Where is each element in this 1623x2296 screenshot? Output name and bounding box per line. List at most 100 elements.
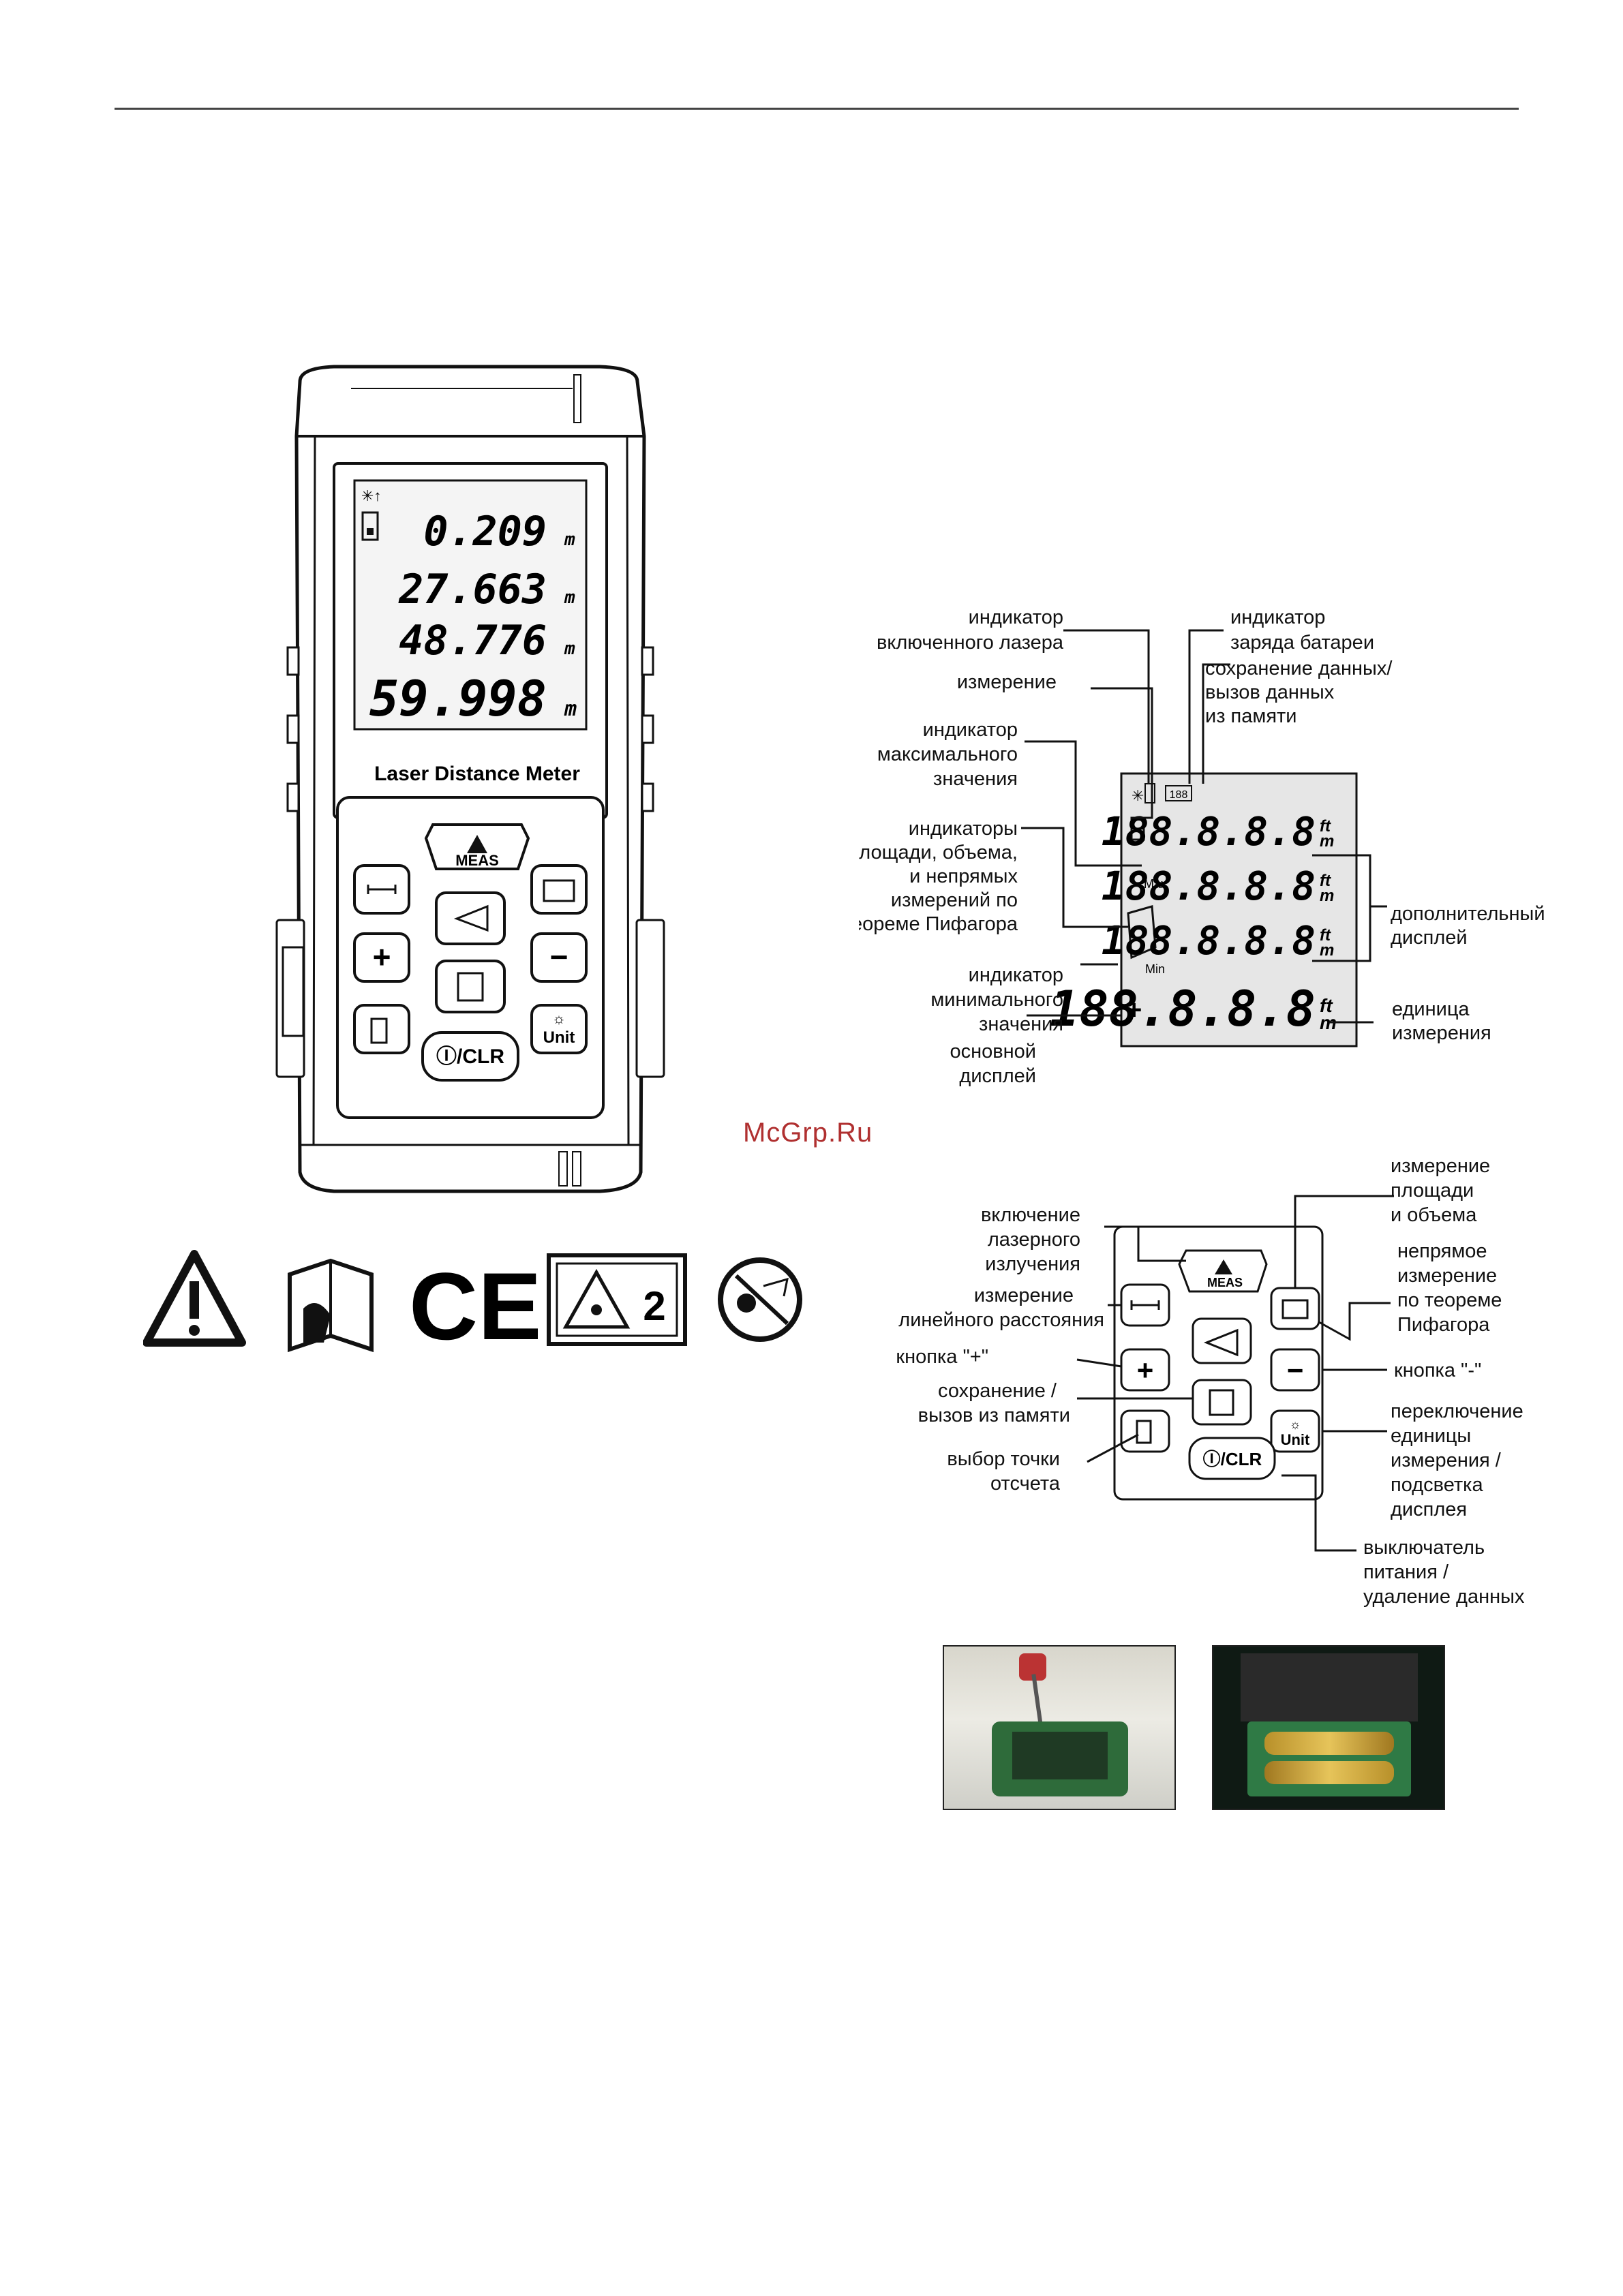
svg-text:индикатор: индикатор [923,719,1018,741]
do-not-stare-icon [721,1260,800,1339]
svg-text:дополнительный: дополнительный [1391,903,1545,925]
svg-text:☼: ☼ [1290,1418,1301,1431]
pythagoras-key [436,893,504,944]
svg-text:индикаторы: индикаторы [909,818,1018,840]
svg-text:дисплей: дисплей [959,1065,1036,1087]
memory-key [1193,1380,1251,1424]
main-row: 188.8.8.8 [1050,980,1316,1037]
svg-text:m: m [1320,941,1334,960]
svg-text:измерение: измерение [1397,1265,1497,1287]
svg-text:измерений по: измерений по [891,889,1018,911]
svg-text:MEAS: MEAS [455,852,499,869]
plus-sign: + [1126,995,1142,1025]
lcd-row-3: 48.776 [399,617,547,664]
svg-text:значения: значения [979,1013,1063,1035]
svg-text:−: − [1287,1354,1304,1386]
svg-text:удаление данных: удаление данных [1363,1586,1525,1608]
laser-class-2-icon: 2 [549,1255,685,1344]
svg-text:измерение: измерение [974,1285,1074,1306]
svg-text:выбор точки: выбор точки [947,1448,1060,1470]
svg-text:☼: ☼ [552,1010,566,1027]
svg-text:значения: значения [933,768,1018,790]
lcd-row-2: 27.663 [398,566,547,613]
ce-mark-icon: CE [409,1253,541,1356]
memory-digits: 188 [1170,789,1188,801]
laser-on-icon: ✳↑ [361,487,381,504]
svg-text:измерение: измерение [957,671,1057,693]
svg-text:минимального: минимального [930,989,1063,1011]
svg-text:кнопка "+": кнопка "+" [896,1346,988,1368]
svg-text:лазерного: лазерного [988,1229,1080,1251]
svg-text:+: + [1137,1354,1154,1386]
min-indicator: Min [1145,962,1165,976]
svg-text:индикатор: индикатор [969,964,1063,986]
svg-text:сохранение /: сохранение / [938,1380,1057,1402]
header-rule [115,108,1519,110]
read-manual-icon [290,1261,371,1349]
svg-text:кнопка "-": кнопка "-" [1394,1360,1481,1381]
battery-cover-photo [943,1645,1176,1810]
svg-text:линейного расстояния: линейного расстояния [898,1309,1104,1331]
keypad-diagram: MEAS + − ☼ Unit Ⓘ/CLR включение лазерног… [859,1145,1568,1622]
svg-text:измерения /: измерения / [1391,1450,1502,1471]
watermark: McGrp.Ru [743,1118,873,1148]
svg-text:из памяти: из памяти [1205,705,1297,727]
display-diagram: ✳ 188 Max Min 188.8.8.8 188.8.8.8 188.8.… [859,593,1568,1111]
svg-text:выключатель: выключатель [1363,1537,1485,1559]
battery-compartment-photo [1212,1645,1445,1810]
reference-key [1121,1411,1169,1452]
svg-text:непрямое: непрямое [1397,1240,1487,1262]
svg-text:сохранение данных/: сохранение данных/ [1205,658,1393,679]
svg-text:основной: основной [950,1041,1036,1062]
svg-text:вызов данных: вызов данных [1205,682,1335,703]
svg-text:Unit: Unit [1281,1431,1310,1448]
safety-symbols-row: CE 2 [143,1247,811,1356]
svg-text:индикатор: индикатор [969,607,1063,628]
svg-text:измерения: измерения [1392,1022,1491,1044]
lcd-unit-2: m [564,587,575,608]
area-key [1271,1288,1319,1329]
laser-on-icon: ✳ [1132,787,1144,804]
svg-text:включенного лазера: включенного лазера [877,632,1064,654]
svg-text:теореме Пифагора: теореме Пифагора [859,913,1018,935]
aux-row-1: 188.8.8.8 [1102,808,1316,855]
pythagoras-key [1193,1319,1251,1363]
device-illustration: ✳↑ 0.209 27.663 48.776 59.998 m m m m La… [259,361,682,1199]
svg-text:m: m [1320,887,1334,905]
aux-row-2: 188.8.8.8 [1102,863,1316,909]
svg-text:MEAS: MEAS [1207,1276,1243,1289]
svg-text:излучения: излучения [985,1253,1080,1275]
svg-text:и объема: и объема [1391,1204,1477,1226]
brand-label: Laser Distance Meter [374,763,580,785]
svg-text:Ⓘ/CLR: Ⓘ/CLR [436,1045,504,1068]
svg-text:2: 2 [643,1283,665,1329]
svg-text:Unit: Unit [543,1028,575,1047]
lcd-unit-3: m [564,639,575,659]
lcd-row-main: 59.998 [369,670,547,727]
svg-text:площади: площади [1391,1180,1474,1201]
svg-text:подсветка: подсветка [1391,1474,1483,1496]
svg-text:по теореме: по теореме [1397,1289,1502,1311]
svg-text:площади, объема,: площади, объема, [859,842,1018,863]
svg-text:m: m [1320,832,1334,851]
svg-text:и непрямых: и непрямых [909,866,1018,887]
svg-text:переключение: переключение [1391,1400,1523,1422]
area-key [532,866,586,913]
svg-text:дисплея: дисплея [1391,1499,1467,1520]
svg-text:дисплей: дисплей [1391,927,1468,949]
svg-text:CE: CE [409,1253,541,1356]
svg-text:+: + [373,939,391,975]
svg-text:вызов из памяти: вызов из памяти [918,1405,1070,1426]
svg-text:единица: единица [1392,998,1470,1020]
memory-key [436,961,504,1012]
svg-text:измерение: измерение [1391,1155,1490,1177]
svg-text:включение: включение [981,1204,1080,1226]
svg-text:индикатор: индикатор [1230,607,1325,628]
lcd-row-1: 0.209 [423,508,547,555]
svg-text:отсчета: отсчета [990,1473,1061,1495]
svg-text:заряда батареи: заряда батареи [1230,632,1374,654]
svg-text:питания /: питания / [1363,1561,1449,1583]
svg-text:Пифагора: Пифагора [1397,1314,1490,1336]
svg-text:−: − [550,939,568,975]
svg-text:максимального: максимального [877,744,1018,765]
